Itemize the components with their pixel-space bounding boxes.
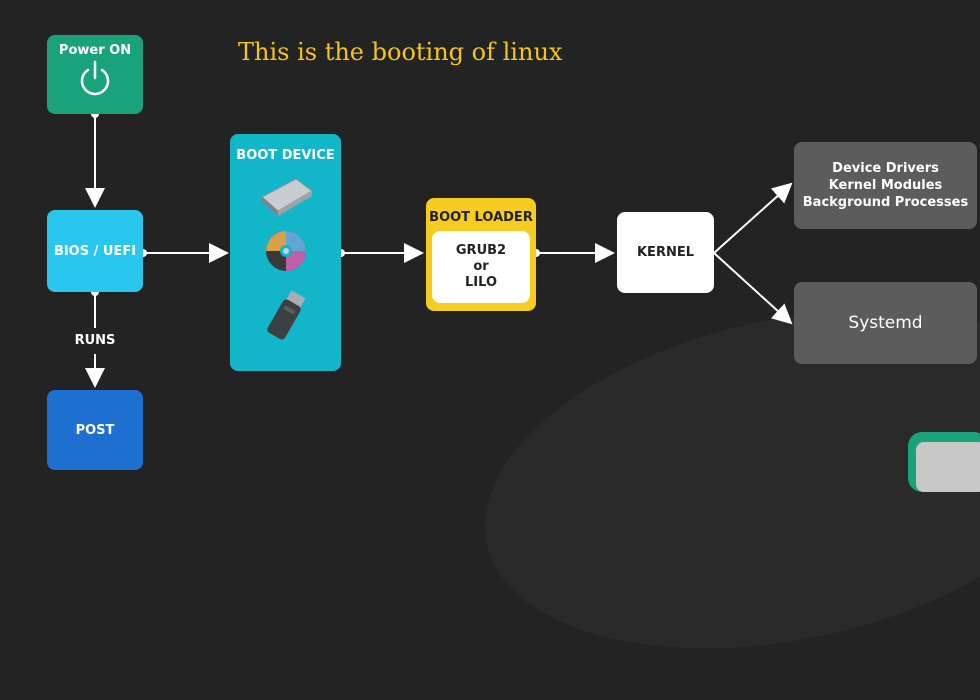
node-kernel-label: KERNEL xyxy=(636,245,694,260)
loader-option-lilo: LILO xyxy=(465,275,497,290)
node-boot-device-label: BOOT DEVICE xyxy=(236,148,335,163)
node-power-on-label: Power ON xyxy=(58,43,132,58)
output-background-processes: Background Processes xyxy=(802,195,969,210)
loader-option-grub2: GRUB2 xyxy=(455,243,507,258)
node-boot-loader: BOOT LOADER GRUB2 or LILO xyxy=(426,198,536,311)
boot-loader-options: GRUB2 or LILO xyxy=(432,231,530,303)
node-bios-uefi: BIOS / UEFI xyxy=(47,210,143,292)
edge-kernel-drivers xyxy=(713,182,793,254)
node-boot-device: BOOT DEVICE xyxy=(230,134,341,371)
edge-label-runs: RUNS xyxy=(74,333,116,348)
output-device-drivers: Device Drivers xyxy=(832,161,939,176)
power-icon xyxy=(80,60,110,96)
node-boot-loader-label: BOOT LOADER xyxy=(429,210,533,225)
output-kernel-modules: Kernel Modules xyxy=(828,178,943,193)
node-post-label: POST xyxy=(75,422,115,438)
page-title: This is the booting of linux xyxy=(238,38,563,66)
node-post: POST xyxy=(47,390,143,470)
node-kernel-outputs: Device Drivers Kernel Modules Background… xyxy=(794,142,977,229)
node-power-on: Power ON xyxy=(47,35,143,114)
node-systemd-label: Systemd xyxy=(848,313,923,333)
edge-kernel-systemd xyxy=(713,252,793,325)
laptop-drive-icon xyxy=(260,178,313,216)
cd-disc-icon xyxy=(265,231,306,271)
node-kernel: KERNEL xyxy=(617,212,714,293)
usb-drive-icon xyxy=(266,290,305,340)
video-thumbnail xyxy=(916,442,980,492)
node-systemd: Systemd xyxy=(794,282,977,364)
loader-option-or: or xyxy=(473,259,489,274)
node-bios-uefi-label: BIOS / UEFI xyxy=(53,243,137,259)
